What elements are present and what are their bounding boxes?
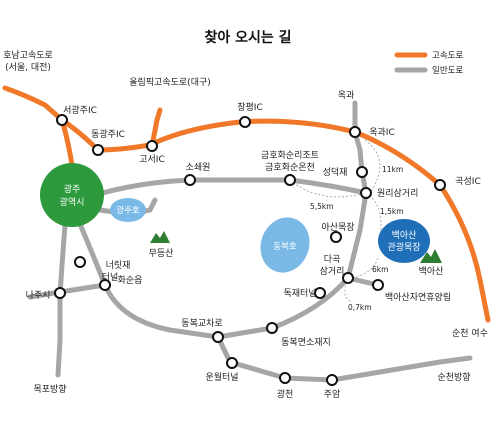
- mudeung-mountain-icon: [150, 231, 170, 243]
- distance-guide-5-5km: [289, 179, 367, 198]
- baegasan-ranch-destination: [378, 219, 430, 263]
- soswaewon-label: 소쇄원: [186, 162, 211, 173]
- seongdeokjae-label: 성덕재: [323, 167, 348, 178]
- distance-1-5km-label: 1,5km: [380, 207, 404, 216]
- neorijae-tunnel-label-line1: 너릿재: [106, 259, 131, 271]
- daguk-junction-label-line1: 다곡: [324, 254, 341, 265]
- destination-label-line2: 관광목장: [387, 241, 420, 253]
- naju-label: 나주시: [26, 290, 51, 301]
- legend-highway-label: 고속도로: [432, 51, 463, 61]
- dongbok-lake: [260, 217, 310, 273]
- donggwangju-ic-label: 동광주IC: [91, 128, 125, 140]
- seogwangju-ic-label: 서광주IC: [63, 104, 97, 116]
- changpyeong-ic-label: 창평IC: [237, 102, 263, 113]
- distance-guide-0-7km: [344, 277, 353, 303]
- ahsan-farm-label: 아산목장: [321, 222, 354, 233]
- city-label-line2: 광역시: [60, 196, 85, 208]
- page-title: 찾아 오시는 길: [204, 29, 291, 46]
- unwol-tunnel-label: 운월터널: [205, 371, 238, 383]
- map-legend: 고속도로 일반도로: [394, 51, 463, 76]
- distance-6km-label: 6km: [372, 265, 388, 274]
- distance-11km-label: 11km: [382, 165, 403, 174]
- mudeung-mountain-label: 무등산: [149, 248, 174, 259]
- olympic-expressway-label: 올림픽고속도로(대구): [129, 76, 211, 88]
- daguk-junction-label-line2: 삼거리: [320, 266, 345, 277]
- baegasan-mountain-icon: [420, 249, 442, 263]
- legend-road-label: 일반도로: [432, 65, 463, 76]
- goseo-ic-label: 고서IC: [139, 154, 165, 165]
- resort-label-line2: 금호화순온천: [265, 162, 315, 173]
- juam-label: 주암: [324, 388, 341, 400]
- gwangju-city-area: [40, 163, 104, 227]
- distance-0-7km-label: 0,7km: [348, 303, 372, 312]
- dongbok-office-label: 동복면소재지: [281, 337, 331, 348]
- distance-5-5km-label: 5,5km: [310, 202, 334, 211]
- distance-guide-1-5km: [365, 192, 382, 236]
- suncheon-direction-label: 순천방향: [437, 371, 470, 383]
- baegasan-forest-label: 백아산자연휴양림: [385, 291, 451, 303]
- map-nodes: [54, 114, 446, 386]
- gwangju-lake: [110, 198, 146, 222]
- hwasun-label: 화순읍: [118, 275, 143, 286]
- gokseong-ic-label: 곡성IC: [455, 176, 481, 187]
- gwangcheon-label: 광천: [277, 388, 294, 400]
- okgwa-label: 옥과: [338, 90, 355, 101]
- dokjae-tunnel-label: 독재터널: [283, 288, 316, 299]
- distance-guide-11km: [364, 139, 381, 194]
- baegasan-mountain-label: 백아산: [419, 266, 444, 277]
- neorijae-tunnel-label-line2: 터널: [102, 272, 119, 283]
- dongbok-lake-label: 동복호: [273, 242, 297, 252]
- destination-label-line1: 백아산: [392, 230, 417, 241]
- suncheon-yeosu-label: 순천 여수: [452, 327, 488, 339]
- dongbok-junction-label: 동복교차로: [181, 317, 222, 329]
- honam-expressway-label-line1: 호남고속도로: [3, 50, 53, 61]
- city-label-line1: 광주: [64, 183, 81, 195]
- wonri-junction-label: 원리삼거리: [377, 188, 418, 199]
- resort-label-line1: 금호화순리조트: [261, 150, 319, 161]
- okgwa-ic-label: 옥과IC: [369, 127, 395, 138]
- mokpo-direction-label: 목포방향: [33, 383, 66, 395]
- gwangju-lake-label: 광주호: [116, 205, 140, 216]
- honam-expressway-label-line2: (서울, 대전): [5, 62, 51, 73]
